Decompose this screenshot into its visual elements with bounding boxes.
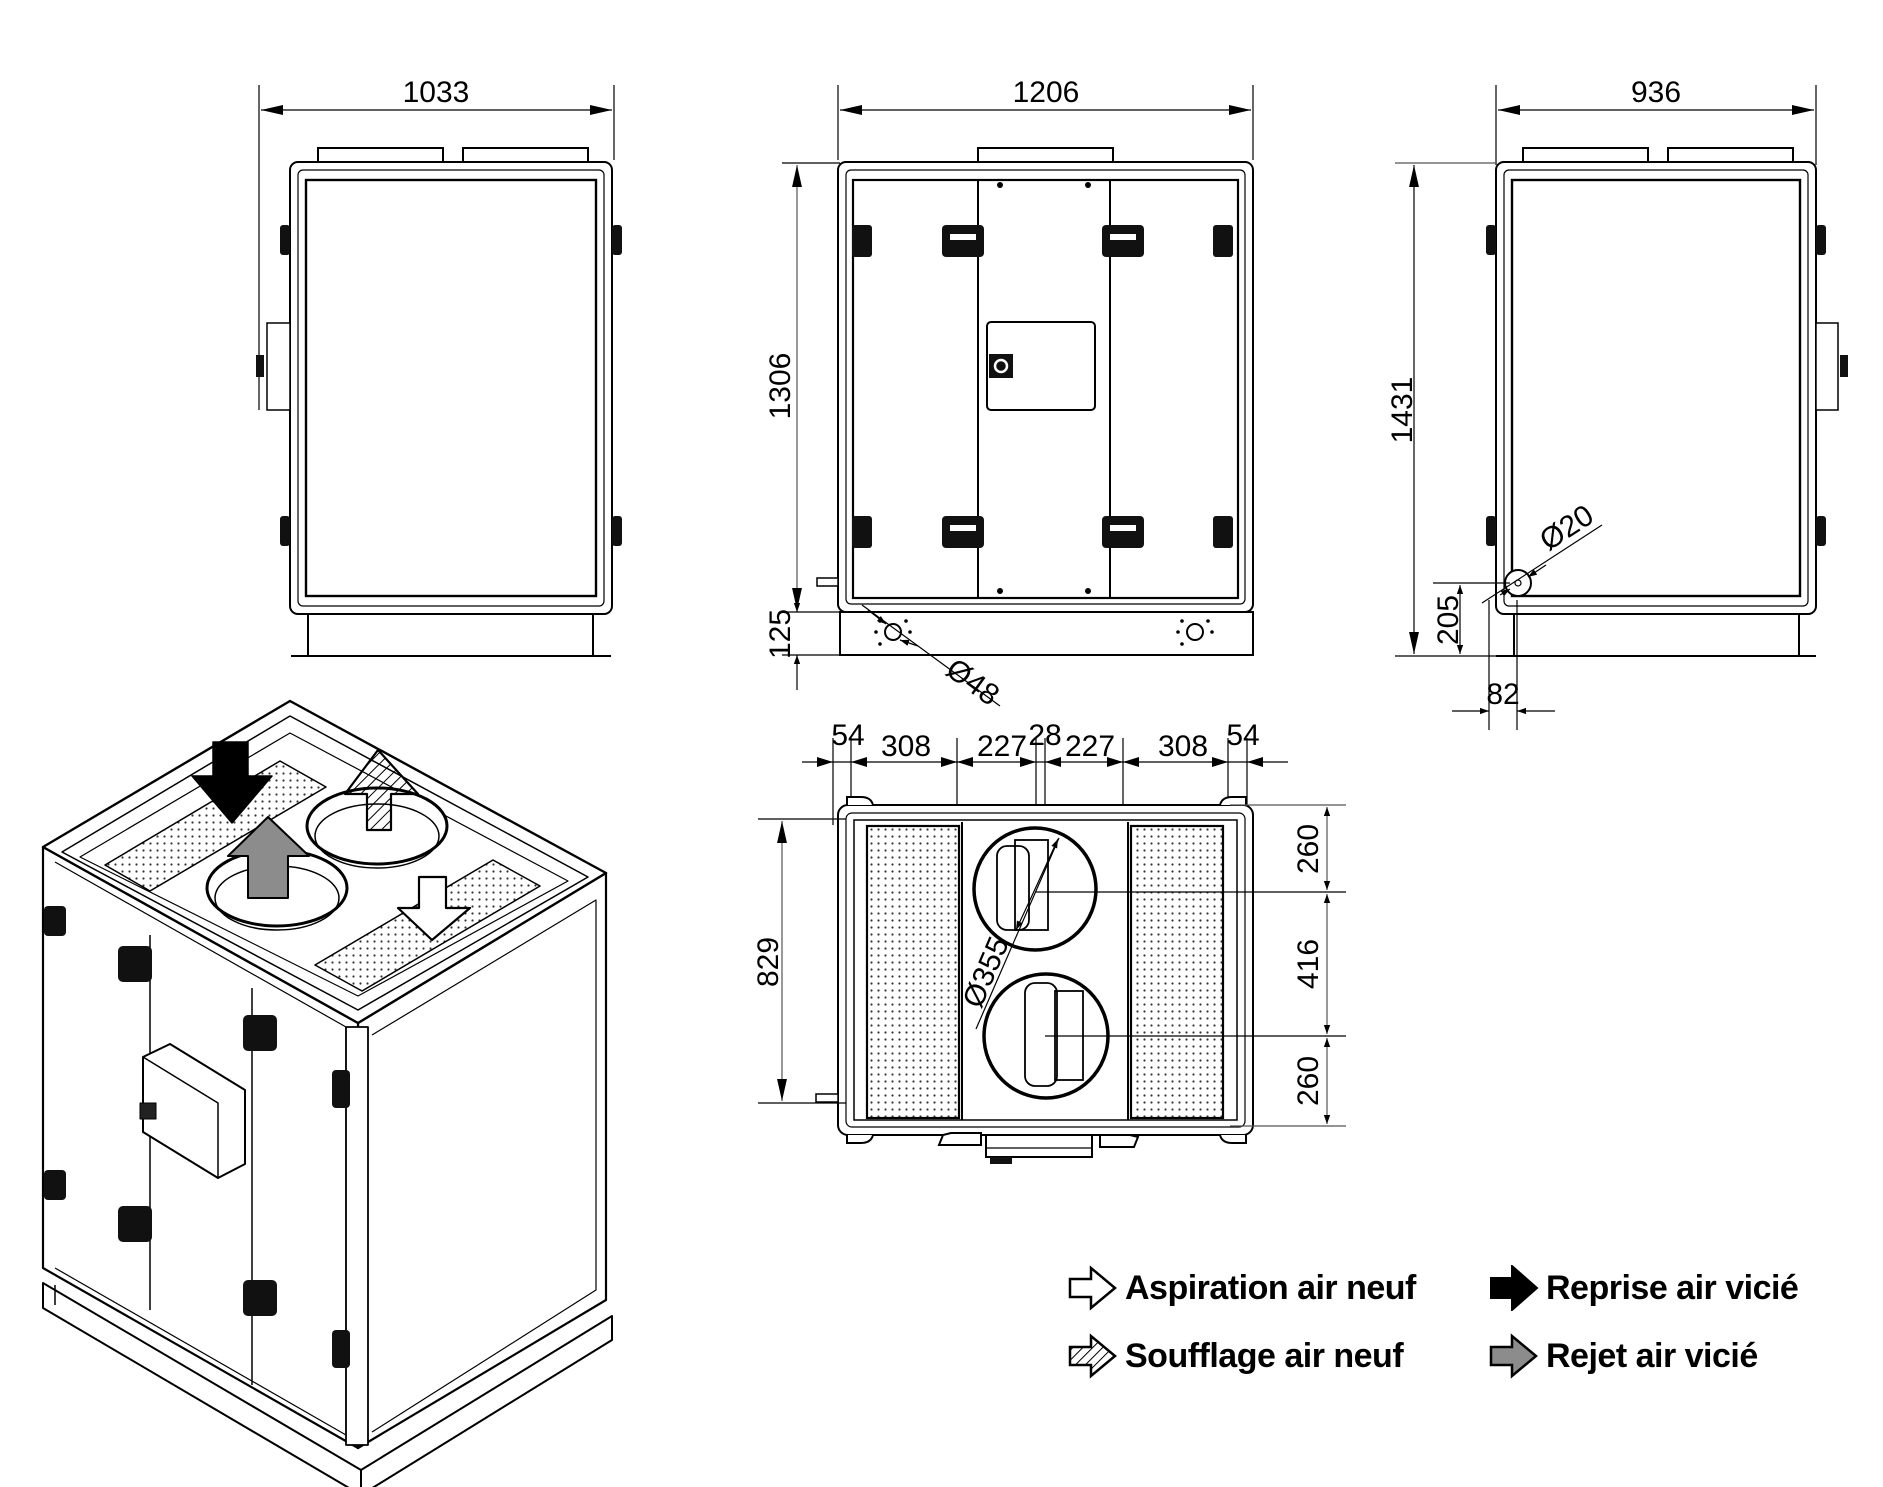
- legend-label-reprise: Reprise air vicié: [1546, 1268, 1799, 1307]
- iso-black-arrow: [191, 741, 273, 824]
- legend-label-aspiration: Aspiration air neuf: [1125, 1268, 1416, 1307]
- vdim-1: 416: [1292, 939, 1325, 989]
- legend-item-soufflage: Soufflage air neuf: [1067, 1333, 1404, 1379]
- legend-item-rejet: Rejet air vicié: [1488, 1333, 1758, 1379]
- black-arrow-icon: [1490, 1265, 1539, 1311]
- hatched-arrow-icon: [1068, 1333, 1117, 1379]
- hdim-2: 227: [977, 730, 1027, 763]
- legend-label-soufflage: Soufflage air neuf: [1125, 1336, 1404, 1375]
- front-height-dimension: 1306: [764, 353, 797, 420]
- left-width-dimension: 1033: [403, 76, 470, 109]
- isometric-view: [41, 699, 613, 1487]
- front-width-dimension: 1206: [1013, 76, 1080, 109]
- depth-dimension: 829: [752, 937, 785, 987]
- hdim-6: 54: [1226, 719, 1259, 752]
- legend-item-reprise: Reprise air vicié: [1488, 1265, 1799, 1311]
- hdim-1: 308: [881, 730, 931, 763]
- base-height-dimension: 125: [764, 609, 797, 659]
- drain-height-dimension: 205: [1432, 595, 1465, 645]
- iso-white-arrow: [396, 875, 472, 942]
- iso-gray-arrow: [227, 816, 310, 899]
- right-width-dimension: 936: [1631, 76, 1681, 109]
- hdim-4: 227: [1065, 730, 1115, 763]
- iso-hatched-arrow: [343, 748, 420, 832]
- legend-label-rejet: Rejet air vicié: [1546, 1336, 1758, 1375]
- hdim-0: 54: [831, 719, 864, 752]
- drain-offset-dimension: 82: [1486, 678, 1519, 711]
- hdim-5: 308: [1158, 730, 1208, 763]
- top-view: 54 308 227 28 227 308 54: [752, 719, 1346, 1164]
- gray-arrow-icon: [1489, 1333, 1538, 1379]
- left-side-view: 1033: [256, 76, 622, 657]
- vdim-0: 260: [1292, 824, 1325, 874]
- right-height-dimension: 1431: [1386, 377, 1419, 444]
- outline-arrow-icon: [1068, 1265, 1117, 1311]
- right-side-view: 936 1431 Ø20 205: [1386, 76, 1848, 730]
- vdim-2: 260: [1292, 1056, 1325, 1106]
- front-view: 1206 1306 125: [764, 76, 1254, 712]
- legend-item-aspiration: Aspiration air neuf: [1067, 1265, 1416, 1311]
- hdim-3: 28: [1028, 719, 1061, 752]
